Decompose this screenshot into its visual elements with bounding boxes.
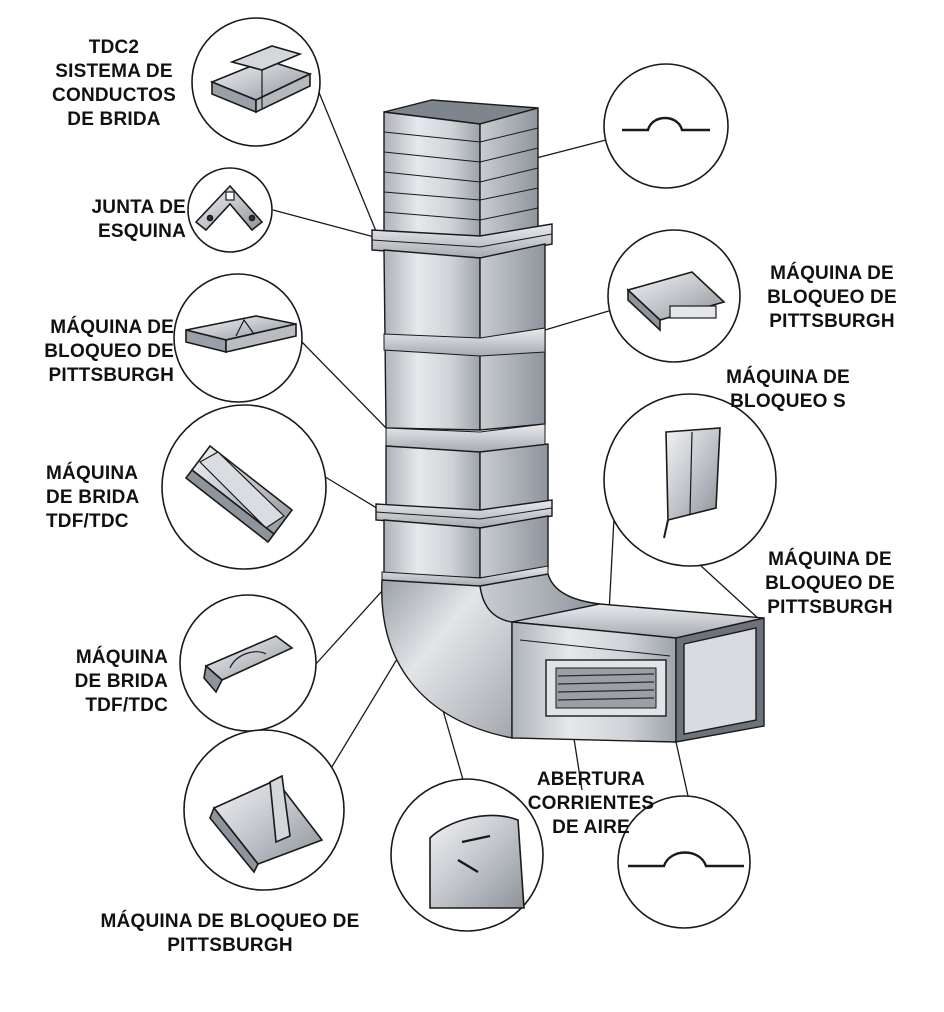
label-line: MÁQUINA DE BLOQUEO DE: [100, 911, 360, 932]
label-line: MÁQUINA DE: [50, 317, 174, 338]
label-pittsburgh-right-top: MÁQUINA DE BLOQUEO DE PITTSBURGH: [752, 262, 912, 334]
label-line: MÁQUINA: [75, 647, 168, 668]
detail-circle-pittsburgh-bottom: [183, 729, 345, 891]
label-line: PITTSBURGH: [48, 365, 174, 386]
detail-circle-elbow-cheek: [390, 778, 544, 932]
detail-circle-tdf-2: [179, 594, 317, 732]
label-line: DE BRIDA: [46, 487, 140, 508]
label-pittsburgh-bottom: MÁQUINA DE BLOQUEO DE PITTSBURGH: [80, 910, 380, 958]
label-line: CORRIENTES: [527, 793, 655, 814]
label-tdf-1: MÁQUINA DE BRIDA TDF/TDC: [46, 462, 156, 534]
label-line: MÁQUINA DE: [768, 549, 892, 570]
detail-circle-tdf-1: [161, 404, 327, 570]
label-line: PITTSBURGH: [769, 311, 895, 332]
label-line: PITTSBURGH: [167, 935, 293, 956]
detail-circle-profile-top: [603, 63, 729, 189]
label-pittsburgh-left: MÁQUINA DE BLOQUEO DE PITTSBURGH: [30, 316, 174, 388]
label-line: ABERTURA: [536, 769, 646, 790]
label-tdc2: TDC2 SISTEMA DE CONDUCTOS DE BRIDA: [42, 36, 186, 132]
detail-circle-s-lock: [603, 393, 777, 567]
horizontal-duct: [511, 603, 765, 743]
detail-circle-corner-joint: [187, 167, 273, 253]
detail-circle-tdc2: [191, 17, 321, 147]
label-line: BLOQUEO S: [730, 391, 846, 412]
label-line: MÁQUINA DE: [726, 367, 850, 388]
label-line: DE BRIDA: [67, 109, 161, 130]
vertical-duct: [371, 99, 553, 587]
label-line: BLOQUEO DE: [767, 287, 897, 308]
label-line: CONDUCTOS: [52, 85, 176, 106]
label-tdf-2: MÁQUINA DE BRIDA TDF/TDC: [48, 646, 168, 718]
label-abertura: ABERTURA CORRIENTES DE AIRE: [516, 768, 666, 840]
detail-circle-pittsburgh-right: [607, 229, 741, 363]
label-line: BLOQUEO DE: [765, 573, 895, 594]
label-line: ESQUINA: [98, 221, 186, 242]
label-line: TDF/TDC: [46, 511, 129, 532]
label-bloqueo-s: MÁQUINA DE BLOQUEO S: [708, 366, 868, 414]
detail-circle-profile-bottom: [617, 795, 751, 929]
label-line: MÁQUINA DE: [770, 263, 894, 284]
label-line: TDF/TDC: [85, 695, 168, 716]
detail-circle-pittsburgh-left: [173, 273, 303, 403]
label-line: JUNTA DE: [91, 197, 186, 218]
label-junta-esquina: JUNTA DE ESQUINA: [62, 196, 186, 244]
label-line: DE AIRE: [552, 817, 630, 838]
label-line: BLOQUEO DE: [44, 341, 174, 362]
label-line: DE BRIDA: [74, 671, 168, 692]
label-line: MÁQUINA: [46, 463, 139, 484]
label-line: PITTSBURGH: [767, 597, 893, 618]
label-pittsburgh-right-mid: MÁQUINA DE BLOQUEO DE PITTSBURGH: [750, 548, 910, 620]
label-line: TDC2: [88, 37, 140, 58]
label-line: SISTEMA DE: [55, 61, 173, 82]
